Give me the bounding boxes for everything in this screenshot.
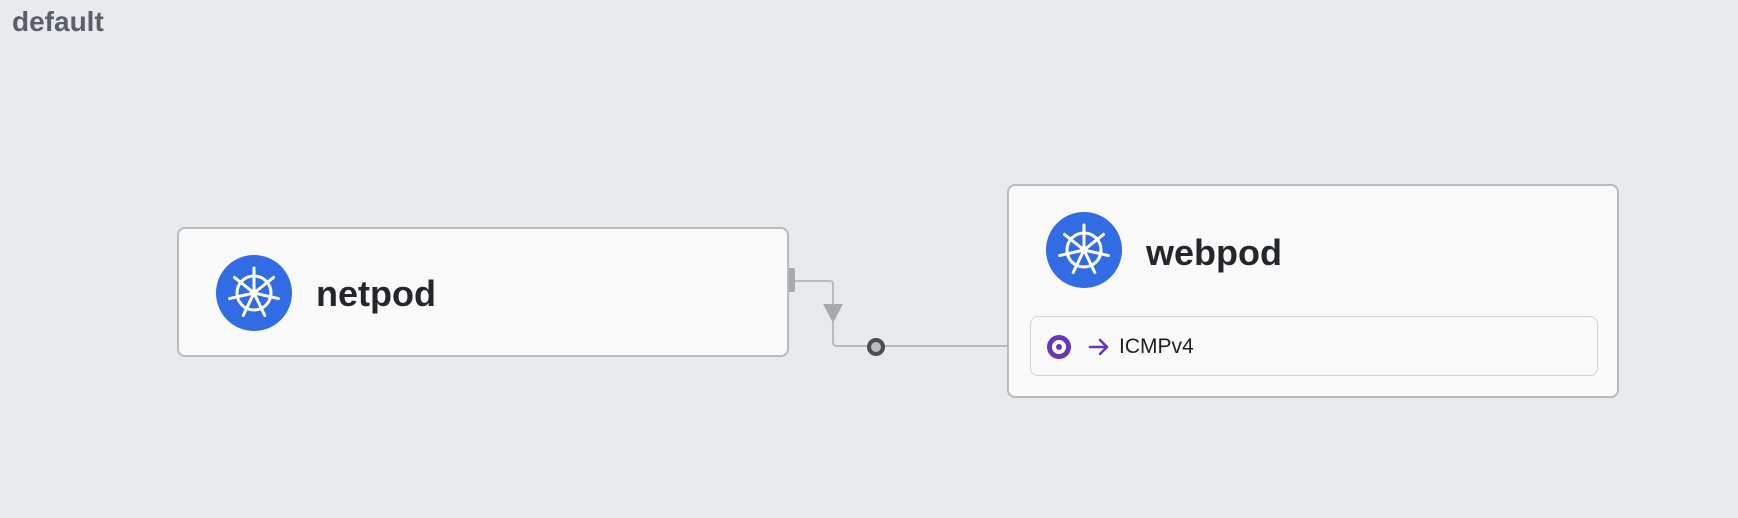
kubernetes-wheel-icon [216,255,292,331]
direction-arrow-icon [823,304,843,323]
pod-name: webpod [1146,232,1282,273]
endpoint-target-icon [1047,335,1071,359]
pod-card-netpod[interactable]: netpod [177,227,789,357]
namespace-title: default [12,6,104,37]
pod-name: netpod [316,273,436,314]
port-row-icmpv4[interactable]: ICMPv4 [1030,316,1598,376]
arrow-right-icon [1088,338,1109,356]
pod-card-webpod[interactable]: webpod ICMPv4 [1007,184,1619,398]
port-label: ICMPv4 [1119,335,1194,358]
kubernetes-wheel-icon [1046,212,1122,288]
netpod-egress-handle[interactable] [787,268,795,292]
